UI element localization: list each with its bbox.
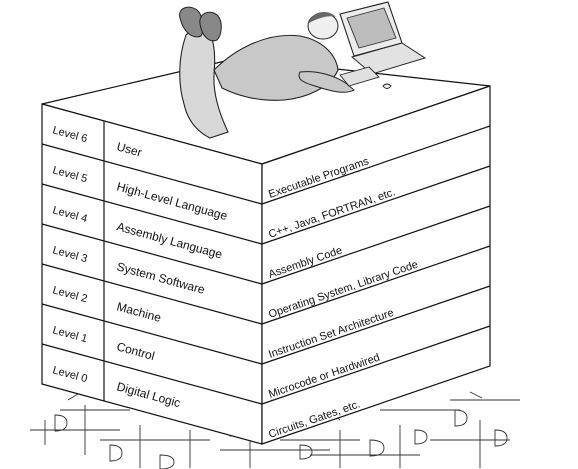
hair — [309, 12, 336, 23]
right-shoe — [199, 11, 222, 42]
torso — [213, 34, 339, 101]
user-at-computer-illustration — [179, 1, 427, 139]
legs — [179, 21, 229, 139]
monitor-screen — [346, 7, 397, 49]
arm — [298, 71, 355, 93]
right-layer-lines — [261, 125, 491, 405]
left-layer-lines — [41, 143, 263, 405]
stack-right-face — [261, 85, 491, 445]
keyboard — [339, 66, 380, 87]
mouse — [382, 83, 392, 89]
levels-stack: Level 6 User Executable Programs Level 5… — [41, 57, 491, 445]
level-6-name: User — [115, 139, 143, 159]
